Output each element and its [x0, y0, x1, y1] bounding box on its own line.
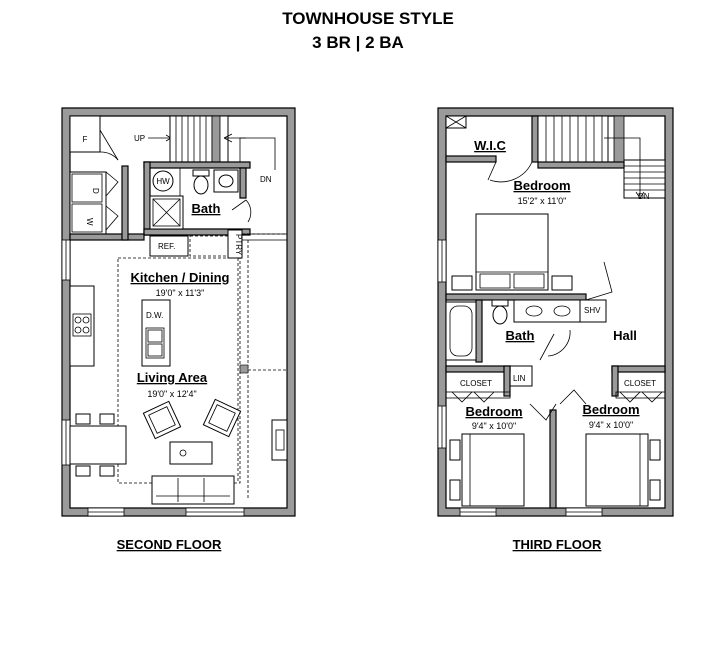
fireplace: [271, 419, 288, 461]
stairs: [169, 115, 276, 170]
kitchen-counter: [69, 285, 95, 367]
left-closet-label: CLOSET: [460, 379, 492, 388]
toilet: [192, 169, 210, 195]
left-bedroom-dimensions: 9'4" x 10'0": [472, 421, 516, 431]
second-floor-caption: SECOND FLOOR: [117, 537, 222, 552]
sofa: [151, 475, 235, 505]
hall-label: Hall: [613, 328, 637, 343]
dining-table: [69, 413, 127, 477]
living-area-label: Living Area: [137, 370, 208, 385]
wic-label: W.I.C: [474, 138, 506, 153]
main-bed: [451, 213, 573, 291]
left-bedroom-label: Bedroom: [465, 404, 522, 419]
third-floor-stair-down-label: DN: [638, 192, 650, 201]
shower: [149, 195, 184, 230]
main-bedroom-label: Bedroom: [513, 178, 570, 193]
left-bedroom-bed: [449, 433, 525, 507]
refrigerator-label: REF.: [158, 242, 175, 251]
plan-title: TOWNHOUSE STYLE: [282, 9, 454, 28]
linen-label: LIN: [513, 374, 526, 383]
dryer-label: D: [91, 188, 100, 194]
right-bedroom-dimensions: 9'4" x 10'0": [589, 420, 633, 430]
armchair-left: [142, 400, 182, 440]
furnace-label: F: [83, 135, 88, 144]
kitchen-dining-dimensions: 19'0" x 11'3": [156, 288, 205, 298]
second-floor-bath-label: Bath: [192, 201, 221, 216]
stair-up-label: UP: [134, 134, 145, 143]
main-bedroom-dimensions: 15'2" x 11'0": [518, 196, 567, 206]
third-floor-caption: THIRD FLOOR: [513, 537, 602, 552]
bathtub: [445, 301, 477, 361]
right-closet-label: CLOSET: [624, 379, 656, 388]
living-area-dimensions: 19'0" x 12'4": [147, 389, 196, 399]
dishwasher-label: D.W.: [146, 311, 163, 320]
second-floor-plan: F UP DN HW: [61, 107, 296, 552]
washer-label: W: [85, 218, 94, 226]
double-vanity: [513, 299, 581, 323]
shower-label: SHV: [584, 306, 601, 315]
plan-subtitle: 3 BR | 2 BA: [312, 33, 404, 52]
kitchen-island: D.W.: [141, 299, 171, 367]
water-heater-label: HW: [156, 177, 170, 186]
third-floor-stairs: [537, 115, 666, 199]
third-floor-toilet: [491, 299, 509, 325]
kitchen-dining-label: Kitchen / Dining: [131, 270, 230, 285]
pantry-label: PTRY: [234, 234, 243, 256]
third-floor-bath-label: Bath: [506, 328, 535, 343]
coffee-table: [169, 441, 213, 465]
stair-down-label: DN: [260, 175, 272, 184]
right-bedroom-bed: [585, 433, 661, 507]
third-floor-plan: W.I.C DN Bedroom 15'2" x: [437, 107, 674, 552]
bath-sink: [213, 169, 239, 193]
washer-dryer: D W: [69, 171, 119, 235]
armchair-right: [202, 398, 242, 438]
right-bedroom-label: Bedroom: [582, 402, 639, 417]
